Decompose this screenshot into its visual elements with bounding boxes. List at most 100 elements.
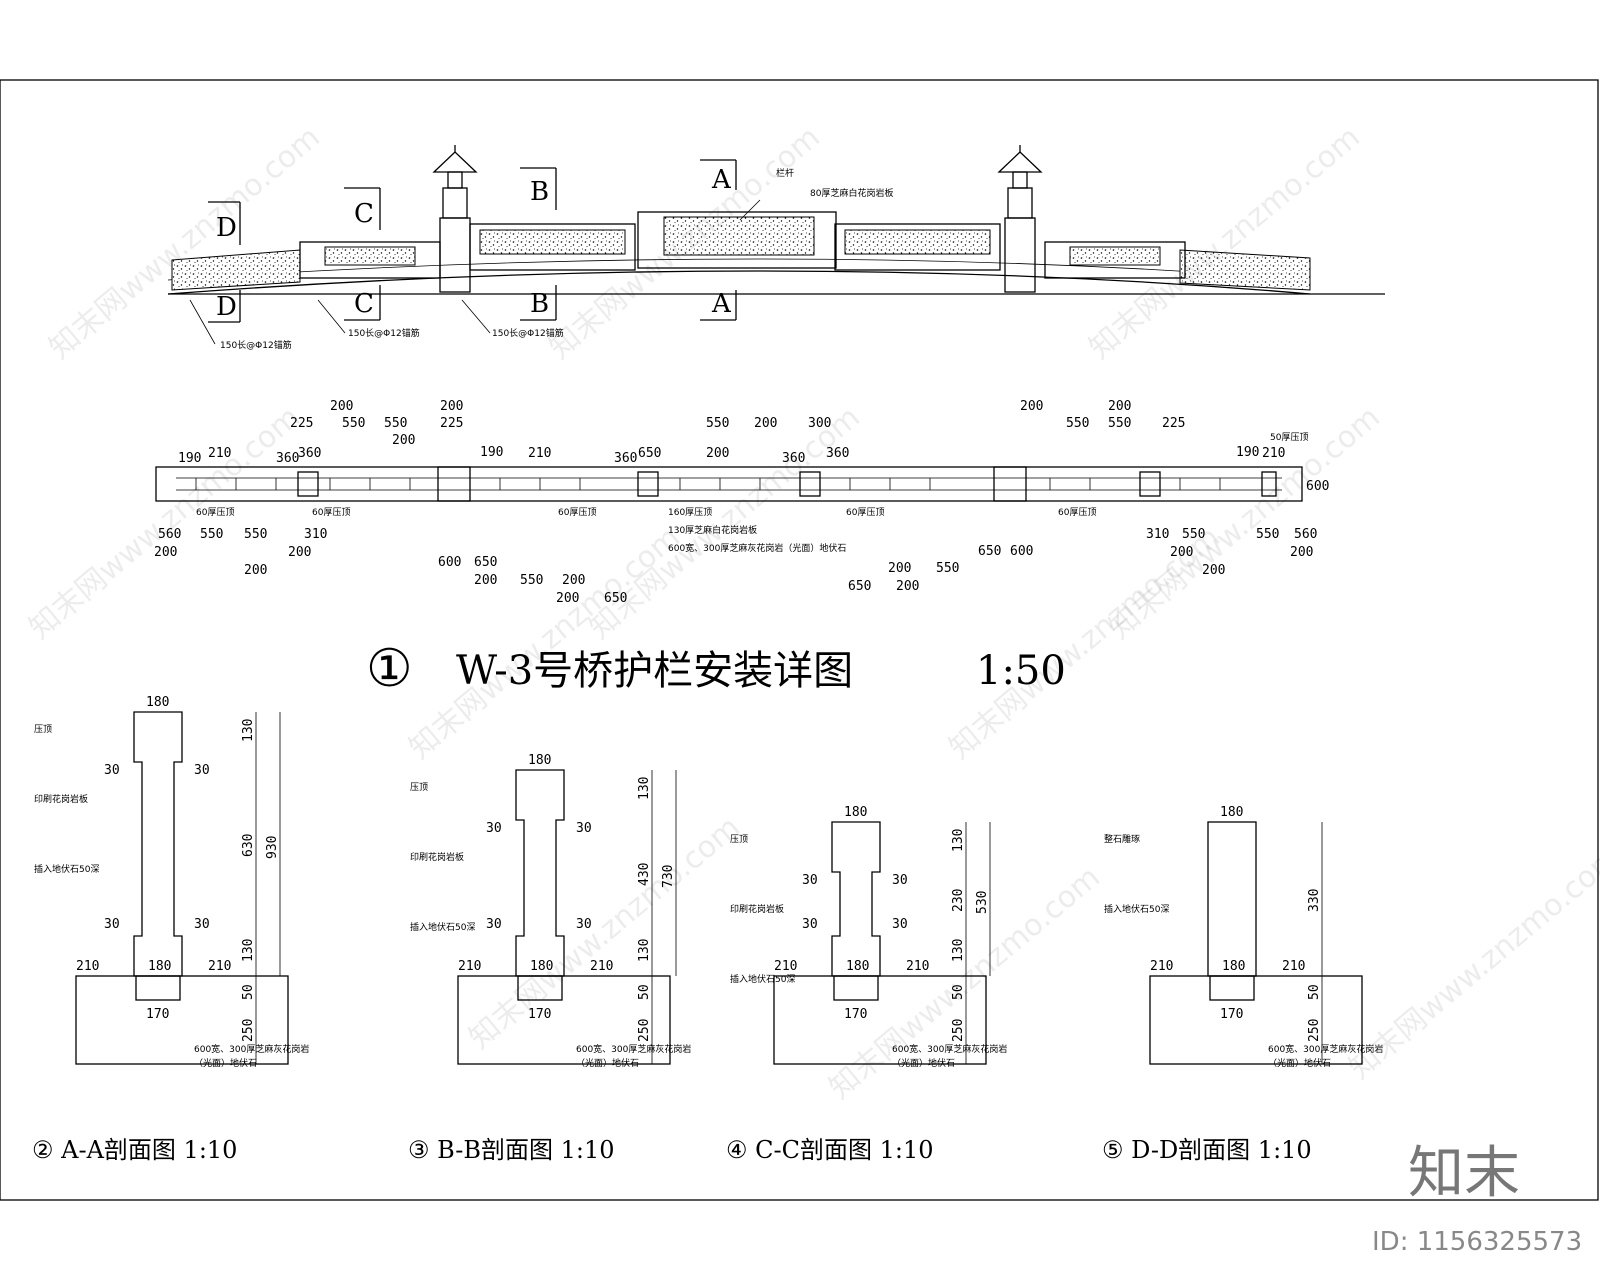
plan-dim: 550 xyxy=(520,573,543,588)
dim-h5: 250 xyxy=(637,1019,652,1042)
plan-dim: 200 xyxy=(1290,545,1313,560)
dim-right: 210 xyxy=(1282,959,1305,974)
dim-mid: 180 xyxy=(530,959,553,974)
callout-anchor-3: 150长@Φ12锚筋 xyxy=(492,327,564,339)
dim-side: 30 xyxy=(194,917,210,932)
svg-text:A: A xyxy=(711,165,732,195)
plan-dim: 310 xyxy=(304,527,327,542)
plan-dim: 200 xyxy=(1202,563,1225,578)
dim-mid: 180 xyxy=(1222,959,1245,974)
brand-id: ID: 1156325573 xyxy=(1372,1227,1582,1257)
plan-dim: 650 xyxy=(978,544,1001,559)
section-marker-b: B B xyxy=(520,167,557,321)
dim-h2: 330 xyxy=(1307,889,1322,912)
drawing-frame xyxy=(0,79,1599,1201)
dim-h3: 130 xyxy=(241,939,256,962)
section-label: （光面）地伏石 xyxy=(576,1057,639,1069)
dim-total: 930 xyxy=(265,836,280,859)
section-caption: ② A-A剖面图 1:10 xyxy=(32,1136,237,1164)
dim-side: 30 xyxy=(576,917,592,932)
plan-dim: 550 xyxy=(1108,416,1131,431)
main-title: ① W-3号桥护栏安装详图 1:50 xyxy=(366,639,1066,699)
plan-callout: 130厚芝麻白花岗岩板 xyxy=(668,524,757,536)
dim-mid: 180 xyxy=(846,959,869,974)
plan-dim: 210 xyxy=(528,446,551,461)
callout-top1: 栏杆 xyxy=(776,167,794,179)
plan-dim: 190 xyxy=(178,451,201,466)
plan-callout: 60厚压顶 xyxy=(1058,507,1096,518)
callout-anchor-1: 150长@Φ12锚筋 xyxy=(220,339,292,351)
plan-callout: 60厚压顶 xyxy=(846,507,884,518)
dim-side: 30 xyxy=(802,873,818,888)
plan-dim: 650 xyxy=(474,555,497,570)
plan-dim: 360 xyxy=(782,451,805,466)
plan-dim: 210 xyxy=(208,446,231,461)
plan-callout: 60厚压顶 xyxy=(312,507,350,518)
svg-text:D: D xyxy=(216,292,237,322)
lantern-pillar-left xyxy=(432,145,478,293)
dim-side: 30 xyxy=(486,821,502,836)
section-label: 插入地伏石50深 xyxy=(730,973,795,985)
section-label: 印刷花岗岩板 xyxy=(410,851,464,863)
watermark-text: 知末网www.znzmo.com xyxy=(23,400,307,646)
section-label: 插入地伏石50深 xyxy=(410,921,475,933)
dim-left: 210 xyxy=(774,959,797,974)
dim-mid: 180 xyxy=(148,959,171,974)
plan-dim: 200 xyxy=(888,561,911,576)
watermark-text: 知末网www.znzmo.com xyxy=(1083,120,1367,366)
watermark-text: 知末网www.znzmo.com xyxy=(583,400,867,646)
plan-dim: 550 xyxy=(244,527,267,542)
section-label: 600宽、300厚芝麻灰花岗岩 xyxy=(194,1043,309,1055)
plan-dim: 225 xyxy=(440,416,463,431)
plan-dim: 550 xyxy=(936,561,959,576)
dim-base: 170 xyxy=(844,1007,867,1022)
dim-h1: 130 xyxy=(241,719,256,742)
dim-base: 170 xyxy=(528,1007,551,1022)
plan-dim: 560 xyxy=(158,527,181,542)
dim-top: 180 xyxy=(146,695,169,710)
section-label: 印刷花岗岩板 xyxy=(730,903,784,915)
callout-anchor-2: 150长@Φ12锚筋 xyxy=(348,327,420,339)
callout-top2: 80厚芝麻白花岗岩板 xyxy=(810,187,893,199)
dim-h3: 130 xyxy=(951,939,966,962)
dim-side: 30 xyxy=(104,917,120,932)
dim-right: 210 xyxy=(906,959,929,974)
plan-dim: 200 xyxy=(556,591,579,606)
section-label: 压顶 xyxy=(410,782,428,793)
svg-text:A: A xyxy=(711,289,732,319)
section-marker-c: C C xyxy=(344,187,381,321)
dim-top: 180 xyxy=(1220,805,1243,820)
plan-dim: 550 xyxy=(1256,527,1279,542)
dim-h2: 230 xyxy=(951,889,966,912)
section-label: 压顶 xyxy=(730,834,748,845)
dim-right: 210 xyxy=(590,959,613,974)
plan-callout: 50厚压顶 xyxy=(1270,432,1308,443)
svg-text:C: C xyxy=(354,199,374,229)
plan-dim: 550 xyxy=(342,416,365,431)
plan-callout: 160厚压顶 xyxy=(668,507,712,518)
plan-dim: 200 xyxy=(562,573,585,588)
plan-dim: 600 xyxy=(438,555,461,570)
plan-dim: 200 xyxy=(288,545,311,560)
section-marker-a: A A xyxy=(700,159,737,321)
dim-base: 170 xyxy=(1220,1007,1243,1022)
plan-dim: 550 xyxy=(1182,527,1205,542)
plan-dim: 650 xyxy=(848,579,871,594)
dim-h2: 630 xyxy=(241,834,256,857)
plan-dim: 650 xyxy=(604,591,627,606)
title-number: ① xyxy=(366,639,413,699)
dim-total: 530 xyxy=(975,891,990,914)
svg-text:C: C xyxy=(354,289,374,319)
dim-left: 210 xyxy=(76,959,99,974)
dim-h2: 430 xyxy=(637,863,652,886)
dim-top: 180 xyxy=(844,805,867,820)
plan-dim: 650 xyxy=(638,446,661,461)
plan-dim: 550 xyxy=(384,416,407,431)
section-label: 整石雕琢 xyxy=(1104,833,1140,845)
plan-dim: 600 xyxy=(1306,479,1329,494)
dim-left: 210 xyxy=(458,959,481,974)
